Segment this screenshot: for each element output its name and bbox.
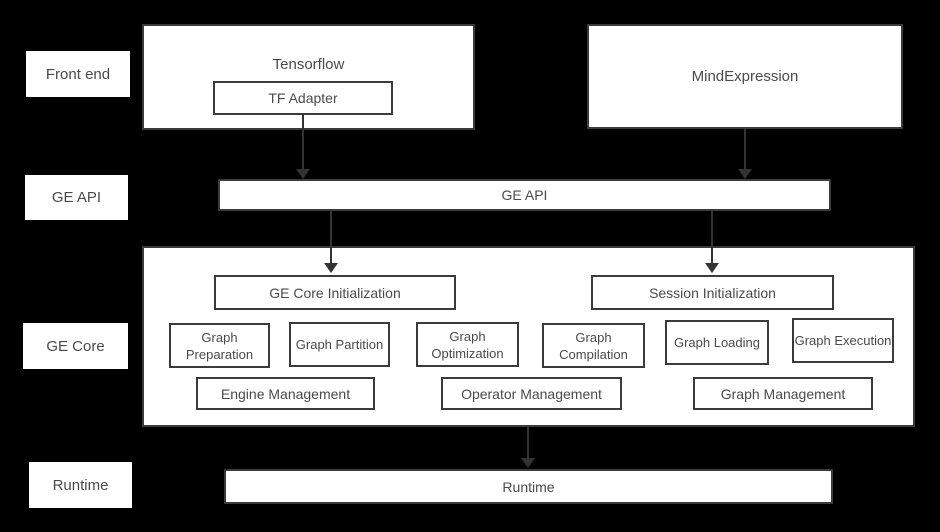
graph-compilation-box: Graph Compilation [542,323,645,368]
operator-management-box: Operator Management [441,377,622,410]
arrow-mind-expression-to-ge-api [738,129,752,179]
layer-label-ge-core: GE Core [23,323,128,369]
arrow-ge-api-to-session-init [705,211,719,273]
layer-label-ge-api: GE API [25,175,128,220]
mind-expression-box: MindExpression [587,24,903,129]
graph-loading-box: Graph Loading [665,320,769,365]
ge-core-initialization-box: GE Core Initialization [214,275,456,310]
graph-partition-box: Graph Partition [289,322,390,367]
ge-core-box: GE Core Initialization Session Initializ… [142,246,915,427]
ge-api-bar: GE API [218,179,831,211]
engine-management-box: Engine Management [196,377,375,410]
graph-preparation-box: Graph Preparation [169,323,270,368]
graph-management-box: Graph Management [693,377,873,410]
layer-label-runtime: Runtime [29,462,132,508]
arrow-ge-api-to-ge-core-init [324,211,338,273]
graph-execution-box: Graph Execution [792,318,894,363]
tensorflow-label: Tensorflow [272,56,345,73]
arrow-tf-adapter-to-ge-api [296,114,310,179]
session-initialization-box: Session Initialization [591,275,834,310]
graph-optimization-box: Graph Optimization [416,322,519,367]
tf-adapter-box: TF Adapter [213,81,393,115]
layer-label-front-end: Front end [26,51,130,97]
arrow-ge-core-to-runtime [521,427,535,468]
runtime-bar: Runtime [224,469,833,504]
tensorflow-box: Tensorflow TF Adapter [142,24,475,130]
